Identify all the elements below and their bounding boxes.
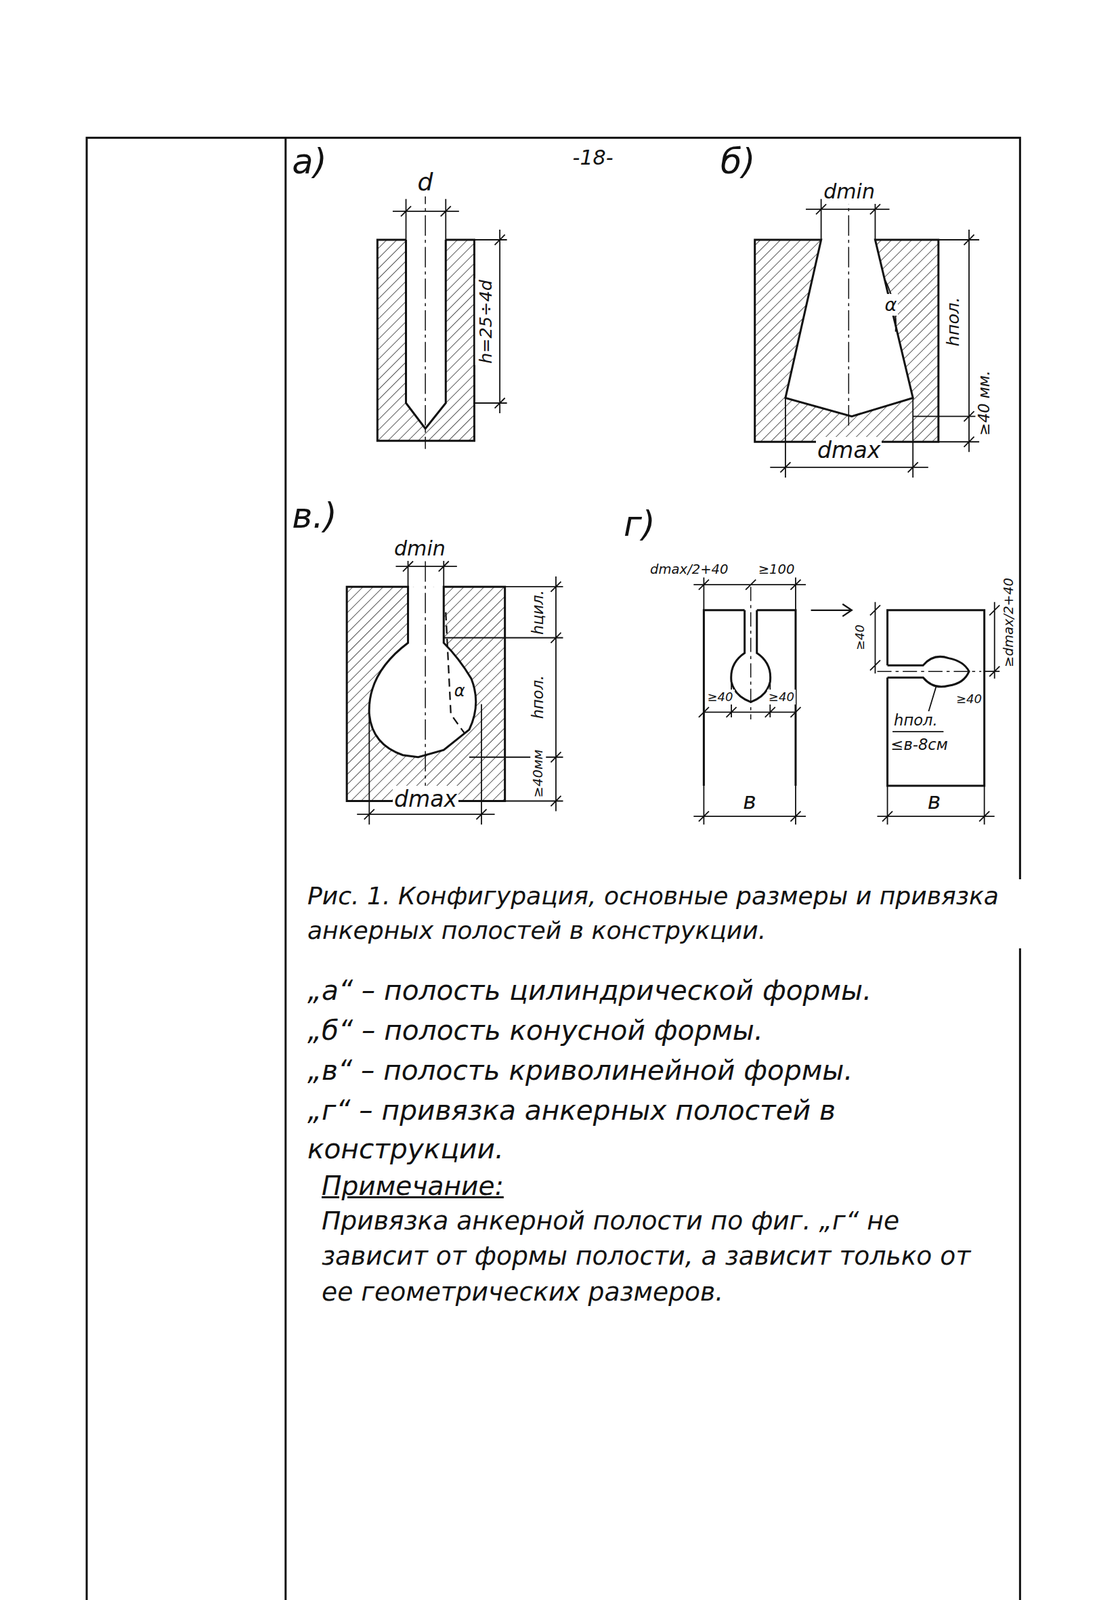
dimension — [876, 785, 995, 825]
cavity — [369, 586, 477, 758]
conical-cavity — [755, 183, 980, 478]
centerline — [424, 183, 426, 449]
note-text: Привязка анкерной полости по фиг. „г“ не… — [320, 1202, 1007, 1310]
page-number: -18- — [571, 145, 615, 170]
figure-caption: Рис. 1. Конфигурация, основные размеры и… — [306, 878, 1023, 948]
dimension — [693, 785, 806, 825]
dimension-label: hпол. — [529, 673, 548, 721]
leader — [892, 685, 944, 732]
hatch — [755, 239, 939, 442]
dimension-label: ≥40 — [705, 689, 735, 705]
dimension-label: ≥100 — [757, 561, 797, 577]
dimension — [912, 229, 980, 452]
legend-note: „б“ – полость конусной формы. — [306, 1010, 1013, 1050]
legend-note: „г“ – привязка анкерных полостей в конст… — [306, 1090, 1013, 1169]
outline — [755, 239, 939, 442]
outline — [703, 610, 796, 786]
dimension-label: ≥40 — [767, 689, 796, 705]
dimension-label: dmax — [392, 785, 459, 813]
dimension — [698, 681, 802, 718]
dimension — [984, 601, 1001, 679]
frame — [86, 137, 1020, 1600]
dimension — [474, 229, 507, 414]
centerline — [750, 586, 752, 720]
view-arrow — [811, 604, 852, 617]
dimension — [356, 703, 495, 825]
legend-note: „в“ – полость криволинейной формы. — [306, 1050, 1013, 1090]
dimension — [392, 199, 460, 240]
dimension-label: d — [416, 167, 435, 197]
legend-note: „а“ – полость цилиндрической формы. — [306, 971, 1013, 1010]
figure-letter: б) — [719, 140, 758, 183]
dimension-label: ≥40мм — [530, 747, 547, 799]
dimension — [443, 576, 563, 811]
dimension-label: ≤в-8см — [889, 735, 950, 754]
dimension-label: ≥40 — [852, 622, 868, 652]
angle-label: α — [453, 681, 467, 701]
dimension-label: hпол. — [942, 295, 964, 348]
dimension — [870, 601, 881, 674]
page-frame — [86, 137, 1020, 1600]
dimension-label: dmax — [815, 436, 882, 464]
divider — [284, 137, 287, 1600]
dimension-label: hцил. — [529, 588, 548, 636]
dimension-label: dmax/2+40 — [648, 561, 730, 577]
dimension-label: в — [741, 787, 758, 815]
dimension-label: hпол. — [892, 711, 940, 730]
figure-letter: в.) — [290, 494, 338, 537]
cylindrical-cavity — [377, 183, 507, 449]
figure-letter: г) — [622, 503, 657, 545]
curved-cavity — [346, 555, 563, 825]
dimension-label: ≥40 — [954, 691, 984, 707]
note-heading: Примечание: — [320, 1169, 506, 1202]
outline — [887, 610, 985, 786]
dimension-label: dmin — [392, 536, 447, 561]
cone-line — [445, 612, 464, 733]
dimension — [693, 577, 806, 611]
dimension-label: h=25÷4d — [475, 277, 497, 365]
cavity-placement — [693, 577, 1000, 825]
figure-letter: а) — [290, 140, 328, 183]
angle-label: α — [883, 293, 899, 317]
centerline — [848, 183, 850, 429]
dimension-label: в — [926, 787, 943, 815]
dimension — [805, 199, 890, 240]
centerline — [876, 670, 982, 672]
dimension-label: ≥dmax/2+40 — [1000, 576, 1017, 669]
centerline — [424, 561, 426, 796]
dimension — [769, 397, 928, 477]
dimension-label: ≥40 мм. — [975, 369, 994, 437]
dimension-label: dmin — [822, 179, 877, 204]
